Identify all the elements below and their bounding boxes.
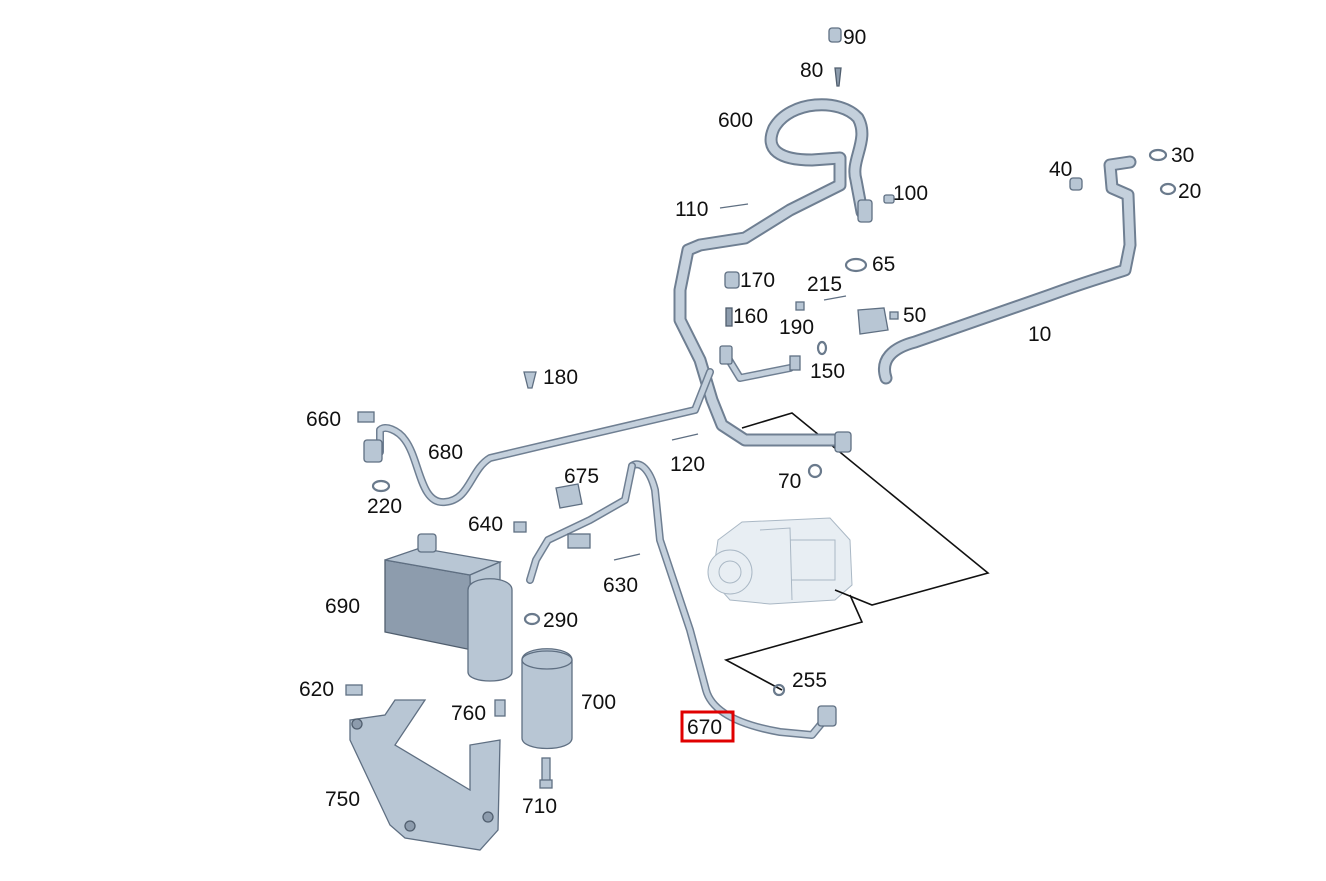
pipe-branch [722, 351, 794, 382]
callout-70[interactable]: 70 [778, 470, 801, 493]
highlight-box-670 [680, 710, 735, 743]
callout-220[interactable]: 220 [367, 495, 402, 518]
callout-170[interactable]: 170 [740, 269, 775, 292]
callout-620[interactable]: 620 [299, 678, 334, 701]
callout-80[interactable]: 80 [800, 59, 823, 82]
callout-120[interactable]: 120 [670, 453, 705, 476]
callout-labels: 90 80 600 30 40 20 100 110 65 170 215 50… [299, 26, 1201, 818]
pipe-675 [526, 462, 636, 584]
callout-255[interactable]: 255 [792, 669, 827, 692]
callout-90[interactable]: 90 [843, 26, 866, 49]
part-700-filter [521, 648, 573, 750]
callout-630[interactable]: 630 [603, 574, 638, 597]
part-690-heat-exchanger [384, 533, 513, 682]
callout-20[interactable]: 20 [1178, 180, 1201, 203]
callout-290[interactable]: 290 [543, 609, 578, 632]
callout-110[interactable]: 110 [675, 198, 708, 221]
callout-150[interactable]: 150 [810, 360, 845, 383]
callout-190[interactable]: 190 [779, 316, 814, 339]
callout-30[interactable]: 30 [1171, 144, 1194, 167]
pipe-600 [673, 98, 869, 447]
callout-600[interactable]: 600 [718, 109, 753, 132]
small-parts [345, 27, 1083, 696]
callout-660[interactable]: 660 [306, 408, 341, 431]
callout-40[interactable]: 40 [1049, 158, 1072, 181]
bolts [494, 699, 553, 789]
callout-700[interactable]: 700 [581, 691, 616, 714]
rings [371, 148, 1177, 697]
callout-180[interactable]: 180 [543, 366, 578, 389]
callout-690[interactable]: 690 [325, 595, 360, 618]
assembly-leader-lines [723, 412, 990, 691]
pipe-10 [878, 155, 1137, 385]
part-750-bracket [349, 699, 501, 851]
callout-670[interactable]: 670 [687, 716, 722, 739]
callout-10[interactable]: 10 [1028, 323, 1051, 346]
callout-50[interactable]: 50 [903, 304, 926, 327]
pipe-680 [376, 368, 714, 506]
callout-760[interactable]: 760 [451, 702, 486, 725]
callout-675[interactable]: 675 [564, 465, 599, 488]
callout-710[interactable]: 710 [522, 795, 557, 818]
callout-680[interactable]: 680 [428, 441, 463, 464]
callout-640[interactable]: 640 [468, 513, 503, 536]
pipe-670[interactable] [628, 460, 837, 739]
callout-160[interactable]: 160 [733, 305, 768, 328]
callout-100[interactable]: 100 [893, 182, 928, 205]
callout-750[interactable]: 750 [325, 788, 360, 811]
callout-215[interactable]: 215 [807, 273, 842, 296]
compressor-illustration [707, 517, 853, 605]
callout-65[interactable]: 65 [872, 253, 895, 276]
